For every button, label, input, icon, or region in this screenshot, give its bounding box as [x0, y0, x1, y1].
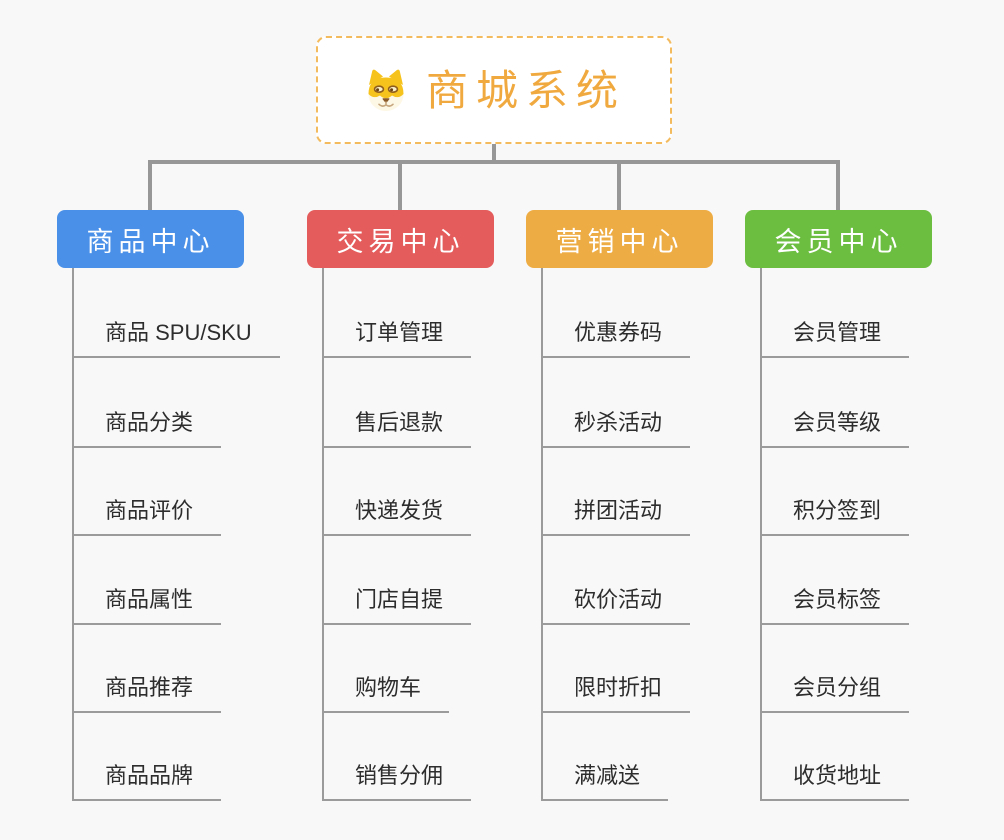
branch-node-trade-center[interactable]: 交易中心: [307, 210, 494, 268]
branch-bus-line: [148, 160, 840, 164]
branch-node-product-center[interactable]: 商品中心: [57, 210, 244, 268]
branch-label: 会员中心: [774, 226, 903, 257]
leaf-node[interactable]: 商品品牌: [72, 762, 222, 801]
leaf-node[interactable]: 会员标签: [760, 586, 910, 625]
trunk-line: [541, 268, 543, 799]
leaf-node[interactable]: 限时折扣: [541, 674, 691, 713]
leaf-node[interactable]: 会员等级: [760, 409, 910, 448]
leaf-node[interactable]: 商品属性: [72, 586, 222, 625]
leaf-node[interactable]: 拼团活动: [541, 497, 691, 536]
leaf-node[interactable]: 快递发货: [322, 497, 472, 536]
leaf-node[interactable]: 优惠券码: [541, 319, 691, 358]
branch-drop-line: [617, 160, 621, 210]
leaf-node[interactable]: 门店自提: [322, 586, 472, 625]
branch-label: 营销中心: [555, 226, 684, 257]
root-node[interactable]: 商城系统: [316, 36, 672, 144]
branch-label: 交易中心: [336, 226, 465, 257]
leaf-node[interactable]: 满减送: [541, 762, 669, 801]
root-connector-line: [492, 142, 496, 162]
leaf-node[interactable]: 积分签到: [760, 497, 910, 536]
leaf-node[interactable]: 购物车: [322, 674, 450, 713]
leaf-node[interactable]: 商品推荐: [72, 674, 222, 713]
leaf-node[interactable]: 销售分佣: [322, 762, 472, 801]
leaf-node[interactable]: 订单管理: [322, 319, 472, 358]
branch-drop-line: [836, 160, 840, 210]
leaf-node[interactable]: 商品分类: [72, 409, 222, 448]
leaf-node[interactable]: 商品 SPU/SKU: [72, 319, 280, 358]
leaf-node[interactable]: 会员管理: [760, 319, 910, 358]
leaf-node[interactable]: 会员分组: [760, 674, 910, 713]
leaf-node[interactable]: 砍价活动: [541, 586, 691, 625]
leaf-node[interactable]: 售后退款: [322, 409, 472, 448]
trunk-line: [72, 268, 74, 799]
branch-node-marketing-center[interactable]: 营销中心: [526, 210, 713, 268]
leaf-node[interactable]: 秒杀活动: [541, 409, 691, 448]
branch-node-member-center[interactable]: 会员中心: [745, 210, 932, 268]
trunk-line: [322, 268, 324, 799]
branch-label: 商品中心: [86, 226, 215, 257]
branch-drop-line: [398, 160, 402, 210]
leaf-node[interactable]: 商品评价: [72, 497, 222, 536]
trunk-line: [760, 268, 762, 799]
leaf-node[interactable]: 收货地址: [760, 762, 910, 801]
dog-face-icon: [368, 69, 404, 111]
root-title: 商城系统: [425, 67, 626, 114]
branch-drop-line: [148, 160, 152, 210]
